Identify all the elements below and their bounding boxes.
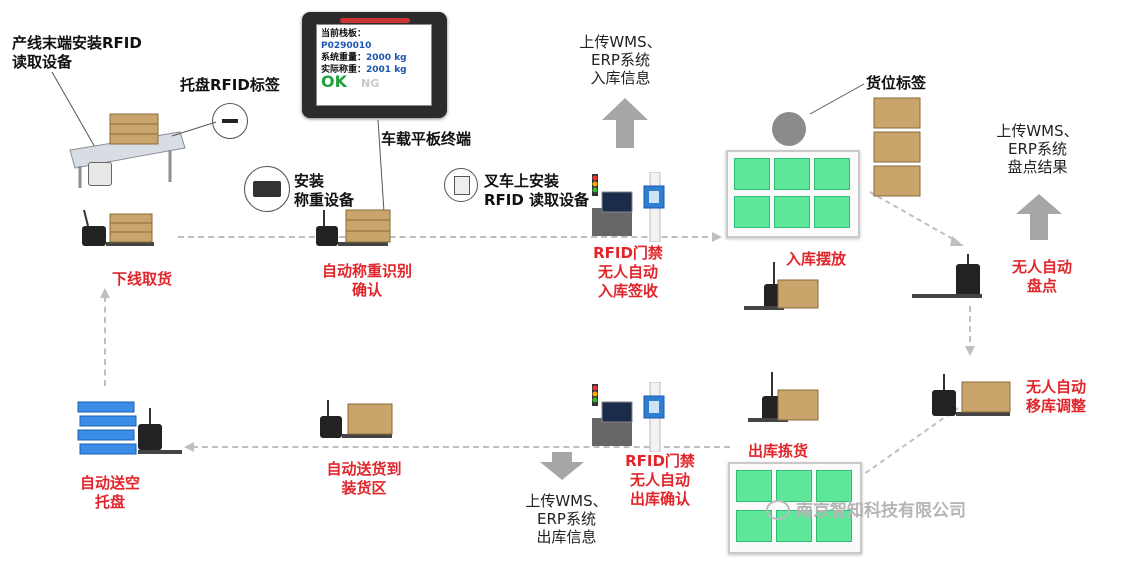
forklift-weigh-icon <box>316 209 391 246</box>
inbound-shelf <box>726 150 860 238</box>
forklift-rfid-reader-icon <box>444 168 478 202</box>
location-tag-label: 货位标签 <box>866 74 927 92</box>
location-tag-icon <box>772 112 806 146</box>
flow-arrow-down-icon <box>965 346 975 356</box>
wechat-icon <box>766 500 790 520</box>
forklift-deliver-icon <box>320 400 393 438</box>
outbound-shelf <box>728 462 862 554</box>
upload-arrow-inventory-icon <box>1016 194 1062 240</box>
tablet-system-weight-label: 系统重量： <box>321 53 367 63</box>
location-tag-leader-icon <box>809 83 865 115</box>
step-auto-weigh: 自动称重识别 确认 <box>321 262 412 299</box>
tablet-pallet-id: P0290010 <box>321 41 372 51</box>
tablet-handle-icon <box>340 18 410 23</box>
flow-arrow-right-icon <box>712 232 722 242</box>
line-end-leader-icon <box>51 71 101 157</box>
gate-monitor-out-icon <box>592 382 665 452</box>
watermark: 南京智知科技有限公司 <box>796 501 966 521</box>
line-end-rfid-label: 产线末端安装RFID 读取设备 <box>12 34 142 71</box>
rfid-tag-icon <box>212 103 248 139</box>
upload-inventory-label: 上传WMS、 ERP系统 盘点结果 <box>996 122 1079 176</box>
step-rfid-gate-in: RFID门禁 无人自动 入库签收 <box>593 244 663 300</box>
step-rfid-gate-out: RFID门禁 无人自动 出库确认 <box>625 452 695 508</box>
step-outbound-pick: 出库拣货 <box>748 442 809 460</box>
flow-line-top <box>178 236 718 238</box>
pallet-tag-leader-icon <box>171 121 217 137</box>
upload-inbound-label: 上传WMS、 ERP系统 入库信息 <box>579 33 662 87</box>
conveyor-icon <box>69 113 186 188</box>
forklift-relocate-icon <box>932 374 1011 416</box>
step-auto-inventory: 无人自动 盘点 <box>1011 258 1072 295</box>
tablet-ng: NG <box>361 77 380 90</box>
flow-arrow-left-icon <box>184 442 194 452</box>
forklift-outbound-icon <box>748 372 819 422</box>
forklift-inbound-icon <box>744 262 819 310</box>
step-inbound-place: 入库摆放 <box>786 250 847 268</box>
tablet-ok: OK <box>321 72 347 91</box>
tablet-actual-weight-label: 实际称重： <box>321 65 367 75</box>
flow-line-diag-top <box>869 191 964 246</box>
tablet-system-weight: 2000 kg <box>366 53 407 63</box>
flow-arrow-up-icon <box>100 288 110 298</box>
flow-line-bottom <box>192 446 730 448</box>
pallet-tag-label: 托盘RFID标签 <box>180 76 280 94</box>
tablet-screen: 当前栈板： P0290010 系统重量：2000 kg 实际称重：2001 kg… <box>316 24 432 106</box>
upload-outbound-label: 上传WMS、 ERP系统 出库信息 <box>525 492 608 546</box>
upload-arrow-icon <box>602 98 648 148</box>
forklift-icon <box>82 209 154 246</box>
download-arrow-icon <box>540 452 584 480</box>
blue-pallet-stack-icon <box>77 401 182 455</box>
step-auto-deliver: 自动送货到 装货区 <box>326 460 402 497</box>
rfid-reader-icon <box>88 162 112 186</box>
forklift-inventory-icon <box>912 254 982 298</box>
stacked-goods-icon <box>873 97 921 197</box>
tablet-actual-weight: 2001 kg <box>366 65 407 75</box>
weighing-scale-icon <box>244 166 290 212</box>
step-auto-relocate: 无人自动 移库调整 <box>1025 378 1086 415</box>
tablet-line1: 当前栈板： <box>321 29 367 39</box>
flow-line-diag-bottom <box>863 407 959 475</box>
step-offline-pickup: 下线取货 <box>112 270 173 288</box>
tablet-leader-icon <box>377 119 385 213</box>
weigh-device-label: 安装 称重设备 <box>294 172 355 209</box>
vehicle-tablet: 当前栈板： P0290010 系统重量：2000 kg 实际称重：2001 kg… <box>302 12 447 118</box>
vehicle-tablet-label: 车载平板终端 <box>381 130 472 148</box>
forklift-rfid-label: 叉车上安装 RFID 读取设备 <box>484 172 590 209</box>
gate-monitor-icon <box>592 172 665 242</box>
step-return-pallet: 自动送空 托盘 <box>79 474 140 511</box>
flow-line-right <box>969 306 971 352</box>
flow-line-left <box>104 296 106 386</box>
